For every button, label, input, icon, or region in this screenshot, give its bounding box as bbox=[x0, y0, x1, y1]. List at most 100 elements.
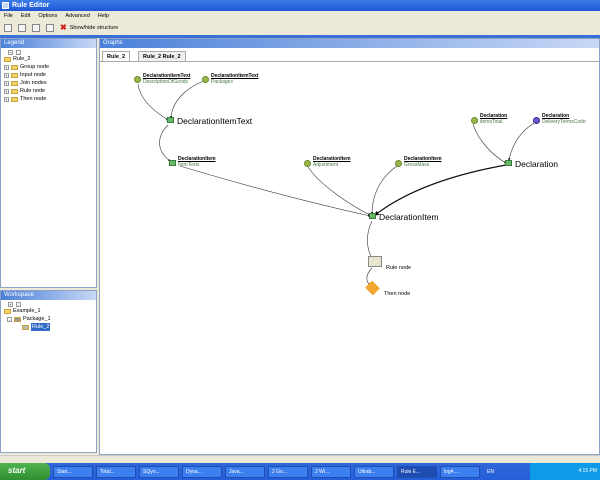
menu-options[interactable]: Options bbox=[38, 13, 58, 19]
legend-item[interactable]: + Join nodes bbox=[4, 79, 93, 87]
new-icon[interactable] bbox=[4, 23, 12, 32]
edge bbox=[159, 124, 171, 162]
taskbar-item[interactable]: Dyna... bbox=[182, 465, 222, 478]
menu-bar: File Edit Options Advanced Help bbox=[0, 11, 600, 21]
collapse-icon[interactable]: - bbox=[7, 316, 12, 322]
taskbar-item-active[interactable]: Rule E... bbox=[397, 465, 437, 478]
package-label: Package_1 bbox=[23, 316, 51, 322]
folder-icon bbox=[4, 56, 11, 62]
edge bbox=[508, 122, 535, 161]
join-label: Declaration bbox=[515, 159, 558, 169]
rule-node-icon bbox=[368, 256, 382, 267]
join-label: DeclarationItemText bbox=[177, 116, 253, 126]
legend-item[interactable]: + Group node bbox=[4, 63, 93, 71]
collapse-all-icon[interactable]: - bbox=[16, 50, 21, 55]
project-icon bbox=[4, 308, 11, 314]
menu-advanced[interactable]: Advanced bbox=[65, 13, 90, 19]
system-tray: 4:15 PM bbox=[530, 463, 600, 480]
tree-project[interactable]: Example_1 bbox=[4, 307, 93, 315]
legend-panel: Legend +- Rule_2 +Group node +Input node… bbox=[0, 38, 97, 288]
legend-item[interactable]: +Input node bbox=[4, 71, 93, 79]
input-node-icon bbox=[533, 117, 540, 124]
legend-item[interactable]: + Rule node bbox=[4, 87, 93, 95]
edge bbox=[169, 80, 205, 119]
taskbar-item[interactable]: Ultrab... bbox=[354, 465, 394, 478]
item-label: Join nodes bbox=[20, 80, 47, 86]
menu-edit[interactable]: Edit bbox=[20, 13, 31, 19]
expand-icon[interactable]: + bbox=[4, 80, 9, 86]
save-icon[interactable] bbox=[18, 23, 26, 32]
rule-label: Rule_2 bbox=[31, 323, 51, 331]
folder-icon bbox=[11, 64, 18, 70]
copy-icon[interactable] bbox=[32, 23, 40, 32]
item-label: Group node bbox=[20, 64, 50, 70]
taskbar-item[interactable]: Java... bbox=[225, 465, 265, 478]
expand-all-icon[interactable]: + bbox=[8, 50, 13, 55]
expand-icon[interactable]: + bbox=[4, 88, 9, 94]
edge bbox=[137, 83, 169, 121]
tree-rule[interactable]: Rule_2 bbox=[4, 323, 93, 331]
taskbar-item[interactable]: Total... bbox=[96, 465, 136, 478]
title-bar: Rule Editor bbox=[0, 0, 600, 11]
expand-icon[interactable]: + bbox=[4, 64, 9, 70]
input-node-icon bbox=[202, 76, 209, 83]
expand-icon[interactable]: + bbox=[4, 96, 9, 102]
edge bbox=[307, 166, 371, 216]
workspace-title: Workspace bbox=[1, 291, 96, 300]
tab-divider bbox=[100, 61, 599, 62]
input-node-icon bbox=[134, 76, 141, 83]
workspace-tree: +- Example_1 -Package_1 Rule_2 bbox=[1, 300, 96, 333]
tab-rule-2[interactable]: Rule_2 bbox=[102, 51, 131, 61]
taskbar-item[interactable]: log4.... bbox=[440, 465, 480, 478]
divider bbox=[0, 35, 600, 38]
taskbar-item[interactable]: 2 Go... bbox=[268, 465, 308, 478]
tree-package[interactable]: - Package_1 bbox=[4, 315, 93, 323]
show-hide-structure-button[interactable]: ✖Show/hide structure bbox=[60, 23, 118, 32]
legend-item[interactable]: + Then node bbox=[4, 95, 93, 103]
tab-rule-2-rule-2[interactable]: Rule_2 Rule_2 bbox=[138, 51, 186, 61]
join-node-icon bbox=[167, 117, 174, 123]
folder-icon bbox=[11, 80, 18, 86]
join-node-icon bbox=[505, 160, 512, 166]
start-button[interactable]: start bbox=[0, 463, 50, 480]
edge bbox=[472, 123, 507, 164]
join-node-icon bbox=[369, 213, 376, 219]
then-node-label: Then node bbox=[384, 291, 411, 297]
workspace-panel: Workspace +- Example_1 -Package_1 Rule_2 bbox=[0, 290, 97, 453]
item-label: Then node bbox=[20, 96, 47, 102]
expand-icon[interactable]: + bbox=[4, 72, 9, 78]
item-label: Rule node bbox=[20, 88, 46, 94]
language-indicator[interactable]: EN bbox=[487, 468, 494, 475]
rule-node-label: Rule node bbox=[386, 265, 412, 271]
show-hide-label: Show/hide structure bbox=[69, 24, 119, 31]
taskbar: start Start... Total... SQyo... Dyna... … bbox=[0, 463, 600, 480]
toolbar: ✖Show/hide structure bbox=[0, 21, 600, 34]
window-title: Rule Editor bbox=[12, 2, 50, 9]
edge bbox=[370, 165, 398, 215]
taskbar-item[interactable]: Start... bbox=[53, 465, 93, 478]
menu-file[interactable]: File bbox=[4, 13, 13, 19]
collapse-all-icon[interactable]: - bbox=[16, 302, 21, 307]
edge bbox=[367, 220, 373, 259]
folder-icon bbox=[11, 96, 18, 102]
taskbar-item[interactable]: SQyo... bbox=[139, 465, 179, 478]
package-icon bbox=[14, 316, 21, 322]
edge bbox=[179, 165, 371, 217]
project-label: Example_1 bbox=[13, 308, 41, 314]
expand-all-icon[interactable]: + bbox=[8, 302, 13, 307]
print-icon[interactable] bbox=[46, 23, 54, 32]
tree-root[interactable]: Rule_2 bbox=[4, 55, 93, 63]
app-icon bbox=[2, 2, 9, 9]
legend-title: Legend bbox=[1, 39, 96, 48]
taskbar-item[interactable]: 3 Wi... bbox=[311, 465, 351, 478]
menu-help[interactable]: Help bbox=[97, 13, 110, 19]
folder-icon bbox=[11, 72, 18, 78]
graphs-title: Graphs bbox=[100, 39, 599, 48]
